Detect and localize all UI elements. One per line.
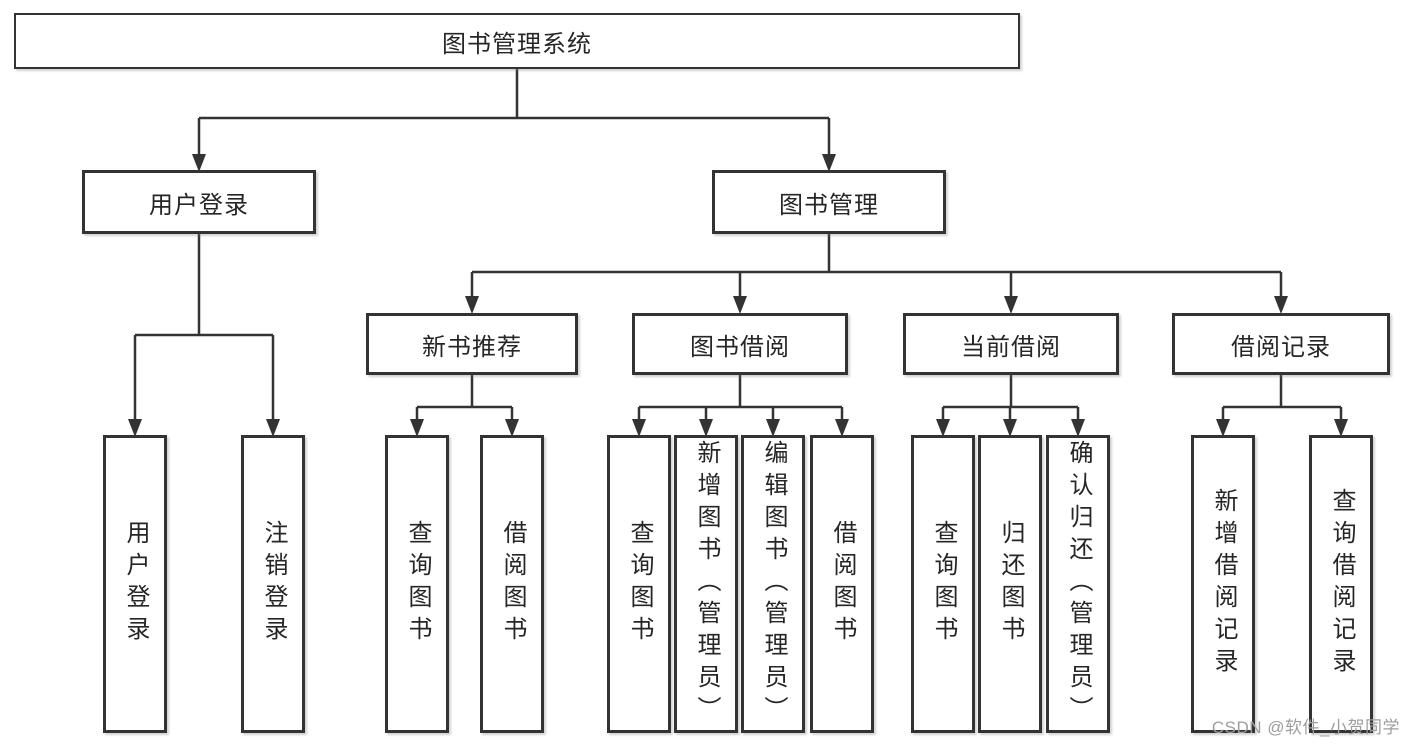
node-user-login-branch: 用户登录 xyxy=(82,170,316,234)
node-label: 查询图书 xyxy=(404,520,431,648)
node-root-library-management-system: 图书管理系统 xyxy=(14,13,1020,69)
node-label: 借阅记录 xyxy=(1231,333,1331,361)
node-label: 用户登录 xyxy=(149,191,249,219)
node-label: 查询借阅记录 xyxy=(1328,488,1355,680)
node-leaf-borrowing-add-books-admin: 新增图书（管理员） xyxy=(674,435,738,733)
node-leaf-borrowing-query-books: 查询图书 xyxy=(607,435,671,733)
node-borrowing-records: 借阅记录 xyxy=(1172,313,1390,375)
node-leaf-current-confirm-return-admin: 确认归还（管理员） xyxy=(1046,435,1110,733)
node-leaf-records-query-borrow-record: 查询借阅记录 xyxy=(1309,435,1373,733)
node-label: 图书管理系统 xyxy=(442,30,592,58)
node-label: 借阅图书 xyxy=(499,520,526,648)
node-current-borrowing: 当前借阅 xyxy=(903,313,1119,375)
node-new-book-recommendation: 新书推荐 xyxy=(366,313,578,375)
arrowheads xyxy=(128,154,1348,437)
node-label: 归还图书 xyxy=(997,520,1024,648)
node-label: 确认归还（管理员） xyxy=(1065,440,1092,728)
watermark: CSDN @软件_小贺同学 xyxy=(1211,718,1400,737)
node-label: 图书借阅 xyxy=(690,333,790,361)
node-leaf-current-return-books: 归还图书 xyxy=(978,435,1042,733)
node-label: 查询图书 xyxy=(626,520,653,648)
node-label: 当前借阅 xyxy=(961,333,1061,361)
node-leaf-borrowing-borrow-books: 借阅图书 xyxy=(810,435,874,733)
node-leaf-borrowing-edit-books-admin: 编辑图书（管理员） xyxy=(741,435,805,733)
node-leaf-current-query-books: 查询图书 xyxy=(911,435,975,733)
node-leaf-newbook-borrow-books: 借阅图书 xyxy=(480,435,544,733)
node-book-borrowing: 图书借阅 xyxy=(632,313,848,375)
node-leaf-user-login: 用户登录 xyxy=(103,435,167,733)
node-leaf-records-add-borrow-record: 新增借阅记录 xyxy=(1191,435,1255,733)
node-label: 用户登录 xyxy=(122,520,149,648)
node-label: 新书推荐 xyxy=(422,333,522,361)
node-label: 编辑图书（管理员） xyxy=(760,440,787,728)
node-label: 查询图书 xyxy=(930,520,957,648)
node-label: 借阅图书 xyxy=(829,520,856,648)
node-leaf-logout: 注销登录 xyxy=(241,435,305,733)
node-label: 图书管理 xyxy=(779,191,879,219)
node-label: 新增借阅记录 xyxy=(1210,488,1237,680)
node-leaf-newbook-query-books: 查询图书 xyxy=(385,435,449,733)
node-label: 新增图书（管理员） xyxy=(693,440,720,728)
node-book-management-branch: 图书管理 xyxy=(712,170,946,234)
node-label: 注销登录 xyxy=(260,520,287,648)
